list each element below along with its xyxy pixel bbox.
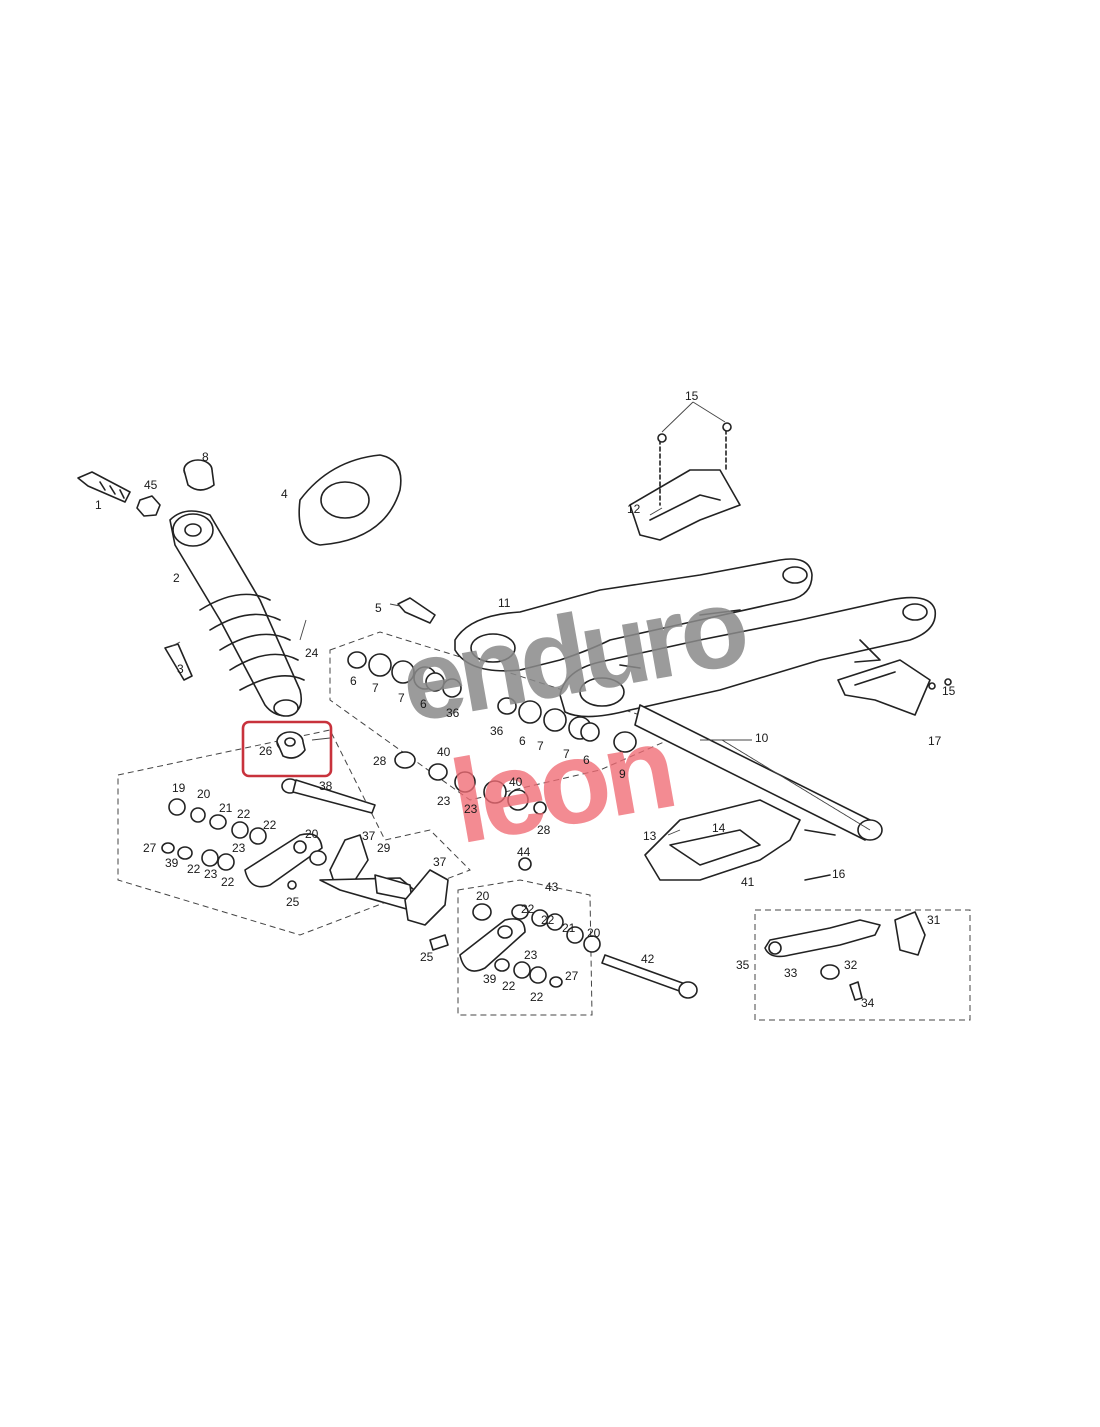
- callout-6-a: 6: [350, 674, 357, 688]
- callout-36-a: 36: [446, 706, 460, 720]
- callout-20-d: 20: [587, 926, 601, 940]
- callout-23-d: 23: [204, 867, 218, 881]
- linkage-right: [429, 857, 601, 988]
- callout-2: 2: [173, 571, 180, 585]
- callout-4: 4: [281, 487, 288, 501]
- callout-22-b: 22: [263, 818, 277, 832]
- callout-1: 1: [95, 498, 102, 512]
- callout-17: 17: [928, 734, 942, 748]
- callout-22-f: 22: [541, 913, 555, 927]
- bushing-26: [276, 731, 306, 759]
- callout-12: 12: [627, 502, 641, 516]
- callout-27-a: 27: [143, 841, 157, 855]
- callout-7-c: 7: [537, 739, 544, 753]
- callout-27-b: 27: [565, 969, 579, 983]
- callout-7-a: 7: [372, 681, 379, 695]
- callout-23-e: 23: [524, 948, 538, 962]
- callout-33: 33: [784, 966, 798, 980]
- callout-35: 35: [736, 958, 750, 972]
- callout-23-c: 23: [232, 841, 246, 855]
- callout-36-b: 36: [490, 724, 504, 738]
- callout-3: 3: [177, 662, 184, 676]
- callout-16: 16: [832, 867, 846, 881]
- chain-guard: [644, 799, 836, 881]
- leader-lines: [171, 401, 871, 836]
- callout-6-b: 6: [420, 697, 427, 711]
- callout-20-a: 20: [197, 787, 211, 801]
- callout-45: 45: [144, 478, 158, 492]
- callout-22-a: 22: [237, 807, 251, 821]
- callout-20-c: 20: [476, 889, 490, 903]
- callout-8: 8: [202, 450, 209, 464]
- callout-7-b: 7: [398, 691, 405, 705]
- callout-5: 5: [375, 601, 382, 615]
- chain-guide: [629, 422, 741, 541]
- shock-absorber: [169, 510, 305, 717]
- callout-28-a: 28: [373, 754, 387, 768]
- bushing-and-plate: [183, 454, 402, 546]
- bolt-38: [281, 778, 376, 814]
- highlight-box: [241, 720, 333, 778]
- callout-29: 29: [377, 841, 391, 855]
- callout-40-b: 40: [509, 775, 523, 789]
- callout-15-top: 15: [685, 389, 699, 403]
- callout-28-b: 28: [537, 823, 551, 837]
- chain-slider: [837, 659, 952, 716]
- linkage-left: [161, 798, 327, 890]
- bearing-row-lower: [394, 751, 547, 815]
- bolts: [77, 471, 436, 681]
- callout-39-b: 39: [483, 972, 497, 986]
- callout-22-h: 22: [530, 990, 544, 1004]
- callout-22-c: 22: [187, 862, 201, 876]
- callout-11: 11: [498, 596, 511, 610]
- callout-15-right: 15: [942, 684, 956, 698]
- callout-38: 38: [319, 779, 333, 793]
- callout-37-a: 37: [362, 829, 376, 843]
- callout-labels: 1 45 8 4 2 3 5 11 24 15 12 15 17 6 7 7 6…: [95, 389, 956, 1010]
- callout-14: 14: [712, 821, 726, 835]
- callout-25-b: 25: [420, 950, 434, 964]
- callout-21-b: 21: [562, 921, 576, 935]
- callout-10: 10: [755, 731, 769, 745]
- brake-pedal-assembly: [764, 911, 926, 1001]
- callout-24: 24: [305, 646, 319, 660]
- callout-13: 13: [643, 829, 657, 843]
- callout-19: 19: [172, 781, 186, 795]
- callout-43: 43: [545, 880, 559, 894]
- callout-32: 32: [844, 958, 858, 972]
- callout-22-g: 22: [502, 979, 516, 993]
- callout-21-a: 21: [219, 801, 233, 815]
- callout-6-d: 6: [583, 753, 590, 767]
- callout-23-b: 23: [464, 802, 478, 816]
- swingarm: [454, 558, 937, 718]
- callout-7-d: 7: [563, 747, 570, 761]
- callout-9: 9: [619, 767, 626, 781]
- callout-39-a: 39: [165, 856, 179, 870]
- rocker: [319, 834, 449, 926]
- callout-44: 44: [517, 845, 531, 859]
- callout-34: 34: [861, 996, 875, 1010]
- callout-31: 31: [927, 913, 941, 927]
- callout-42: 42: [641, 952, 655, 966]
- callout-22-e: 22: [521, 902, 535, 916]
- callout-23-a: 23: [437, 794, 451, 808]
- callout-22-d: 22: [221, 875, 235, 889]
- bearing-row-upper: [347, 651, 637, 753]
- callout-37-b: 37: [433, 855, 447, 869]
- callout-41: 41: [741, 875, 755, 889]
- callout-6-c: 6: [519, 734, 526, 748]
- callout-40-a: 40: [437, 745, 451, 759]
- callout-20-b: 20: [305, 827, 319, 841]
- callout-25-a: 25: [286, 895, 300, 909]
- callout-26: 26: [259, 744, 273, 758]
- bolt-42: [601, 954, 698, 999]
